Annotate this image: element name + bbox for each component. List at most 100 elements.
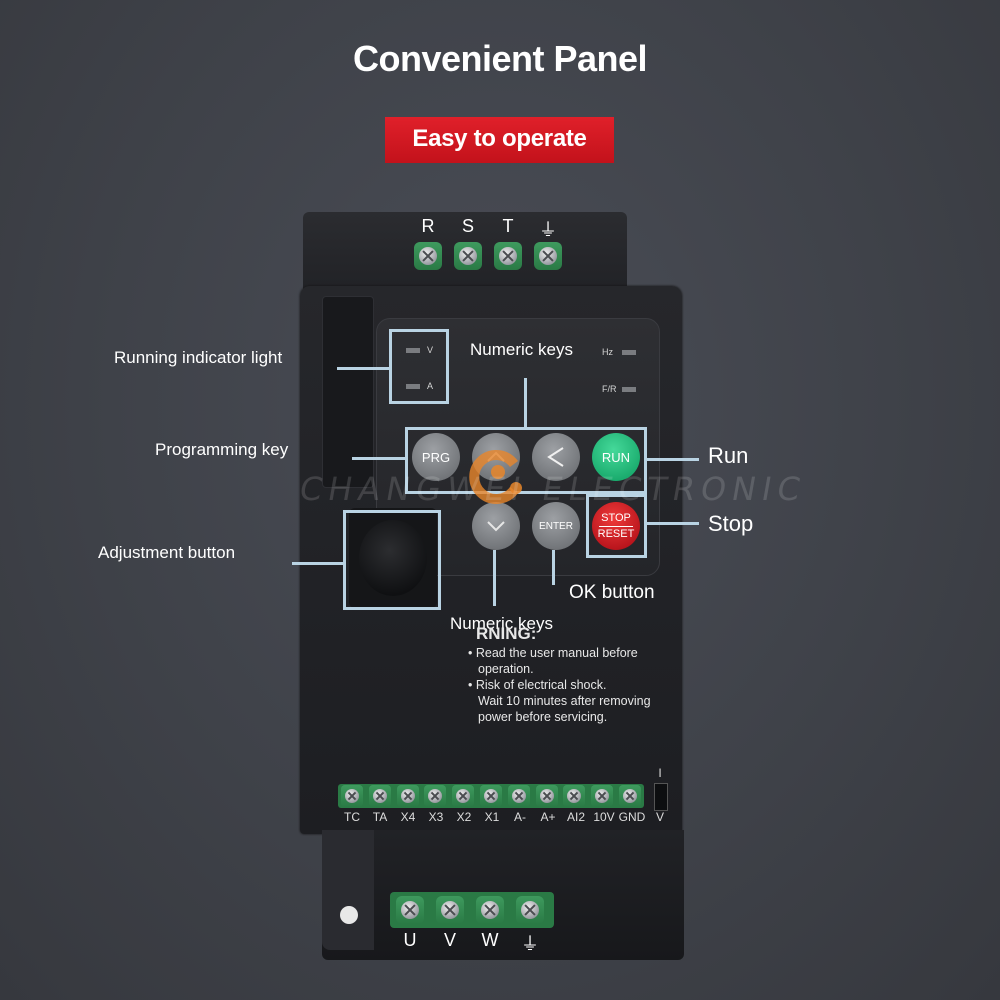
signal-terminal bbox=[452, 785, 475, 807]
callout-line-stop bbox=[647, 522, 699, 525]
run-key[interactable]: RUN bbox=[592, 433, 640, 481]
terminal-label-u: U bbox=[403, 930, 417, 950]
screw-icon bbox=[511, 789, 526, 803]
side-cover-strip bbox=[322, 296, 374, 488]
terminal-label-w: W bbox=[481, 930, 499, 950]
hz-indicator-led bbox=[622, 350, 636, 355]
signal-label-x1: X1 bbox=[484, 810, 500, 824]
signal-terminal bbox=[341, 785, 363, 807]
adjustment-button-callout: Adjustment button bbox=[98, 543, 236, 562]
signal-label-a-plus: A+ bbox=[540, 810, 556, 824]
callout-line-ok bbox=[552, 550, 555, 585]
terminal-w bbox=[476, 896, 504, 924]
warning-title: RNING: bbox=[476, 624, 537, 643]
signal-terminal bbox=[368, 785, 391, 807]
device-lower-side bbox=[322, 830, 374, 950]
terminal-label-r: R bbox=[421, 216, 435, 236]
screw-icon bbox=[400, 789, 415, 803]
adjustment-knob[interactable] bbox=[359, 520, 427, 596]
signal-label-10v: 10V bbox=[593, 810, 615, 824]
screw-icon bbox=[441, 901, 459, 919]
output-terminal-block bbox=[396, 896, 544, 924]
signal-label-x2: X2 bbox=[456, 810, 472, 824]
signal-terminal bbox=[618, 785, 641, 807]
programming-key-callout: Programming key bbox=[155, 440, 289, 459]
prg-key[interactable]: PRG bbox=[412, 433, 460, 481]
signal-terminal-labels: TC TA X4 X3 X2 X1 A- A+ AI2 10V GND bbox=[338, 810, 646, 824]
callout-line-numeric-bottom bbox=[493, 550, 496, 606]
screw-icon bbox=[456, 789, 471, 803]
run-callout: Run bbox=[708, 443, 749, 468]
key-divider bbox=[599, 525, 633, 527]
screw-icon bbox=[595, 789, 610, 803]
warning-line-5: power before servicing. bbox=[478, 710, 608, 724]
easy-to-operate-badge: Easy to operate bbox=[385, 117, 614, 163]
keys-row1-highlight bbox=[405, 427, 647, 494]
hz-indicator-label: Hz bbox=[602, 347, 613, 357]
warning-line-3: • Risk of electrical shock. bbox=[468, 678, 607, 692]
terminal-label-t: T bbox=[502, 216, 514, 236]
screw-icon bbox=[345, 789, 359, 803]
screw-icon bbox=[401, 901, 419, 919]
terminal-ground bbox=[534, 242, 562, 270]
callout-line-numeric-top bbox=[524, 378, 527, 427]
terminal-label-v: V bbox=[443, 930, 456, 950]
terminal-u bbox=[396, 896, 424, 924]
iv-selector-switch[interactable] bbox=[654, 783, 668, 811]
fr-indicator-label: F/R bbox=[602, 384, 617, 394]
terminal-t bbox=[494, 242, 522, 270]
callout-line-run bbox=[647, 458, 699, 461]
mounting-hole bbox=[340, 906, 358, 924]
warning-line-1: • Read the user manual before bbox=[468, 646, 638, 660]
brand-logo-icon bbox=[469, 450, 522, 504]
signal-label-ta: TA bbox=[372, 810, 388, 824]
terminal-s bbox=[454, 242, 482, 270]
screw-icon bbox=[539, 789, 554, 803]
screw-icon bbox=[539, 247, 557, 265]
warning-label: RNING: • Read the user manual before ope… bbox=[468, 624, 678, 725]
enter-key[interactable]: ENTER bbox=[532, 502, 580, 550]
signal-label-ai2: AI2 bbox=[566, 810, 585, 824]
stop-callout: Stop bbox=[708, 511, 754, 536]
watermark-text: CHANGWEI ELECTRONIC bbox=[296, 470, 810, 508]
running-indicator-callout: Running indicator light bbox=[114, 348, 283, 367]
warning-line-2: operation. bbox=[478, 662, 534, 676]
top-terminal-block bbox=[414, 242, 562, 270]
page-title: Convenient Panel bbox=[352, 38, 648, 79]
stop-reset-key[interactable]: STOP RESET bbox=[592, 502, 640, 550]
chevron-left-icon bbox=[547, 447, 564, 467]
terminal-r bbox=[414, 242, 442, 270]
terminal-label-s: S bbox=[461, 216, 474, 236]
a-indicator-label: A bbox=[427, 381, 434, 391]
screw-icon bbox=[567, 789, 582, 803]
screw-icon bbox=[521, 901, 539, 919]
signal-terminal bbox=[563, 785, 586, 807]
signal-label-x3: X3 bbox=[428, 810, 444, 824]
ok-button-callout: OK button bbox=[569, 582, 655, 603]
a-indicator-led bbox=[406, 384, 420, 389]
left-key[interactable] bbox=[532, 433, 580, 481]
numeric-keys-top-callout: Numeric keys bbox=[470, 340, 573, 359]
down-key[interactable] bbox=[472, 502, 520, 550]
signal-terminal bbox=[535, 785, 558, 807]
screw-icon bbox=[499, 247, 517, 265]
signal-label-x4: X4 bbox=[400, 810, 416, 824]
screw-icon bbox=[483, 789, 498, 803]
warning-line-4: Wait 10 minutes after removing bbox=[478, 694, 651, 708]
terminal-label-output-ground: ⏚ bbox=[521, 934, 539, 954]
signal-terminal bbox=[479, 785, 502, 807]
terminal-v bbox=[436, 896, 464, 924]
screw-icon bbox=[622, 789, 637, 803]
fr-indicator-led bbox=[622, 387, 636, 392]
screw-icon bbox=[372, 789, 387, 803]
reset-label: RESET bbox=[597, 527, 635, 540]
knob-highlight-box bbox=[343, 510, 441, 610]
output-terminal-labels: U V W ⏚ bbox=[396, 930, 544, 956]
screw-icon bbox=[459, 247, 477, 265]
switch-label-i: I bbox=[658, 766, 662, 780]
stop-key-highlight bbox=[586, 494, 647, 558]
signal-terminal bbox=[396, 785, 419, 807]
stop-label: STOP bbox=[601, 511, 631, 524]
signal-label-tc: TC bbox=[344, 810, 360, 824]
signal-terminal bbox=[424, 785, 447, 807]
